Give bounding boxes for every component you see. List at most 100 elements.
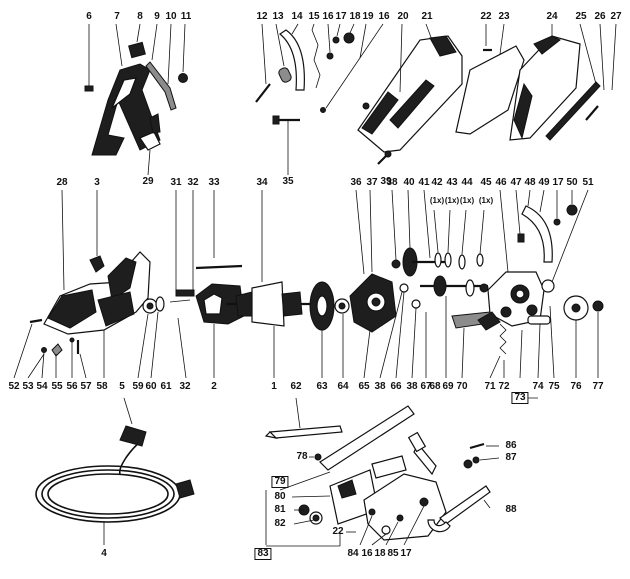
part-2-stator (195, 283, 245, 378)
label-50: 50 (566, 177, 578, 188)
label-34: 34 (256, 177, 268, 188)
label-21: 21 (421, 11, 433, 22)
part-28-58-motor-housing (43, 189, 151, 378)
part-86-87-screws (463, 442, 485, 469)
part-22-23-side-cover (455, 23, 525, 135)
part-64-bearing (334, 298, 350, 378)
label-85: 85 (387, 548, 399, 559)
label-58: 58 (96, 381, 108, 392)
label-3: 3 (94, 177, 100, 188)
part-78-screw (309, 453, 322, 461)
label-67: 67 (420, 381, 432, 392)
label-65: 65 (358, 381, 370, 392)
label-71: 71 (484, 381, 496, 392)
part-24-upper-guard (509, 24, 581, 141)
label-46: 46 (495, 177, 507, 188)
part-26-27-screws (585, 23, 617, 121)
label-17: 17 (335, 11, 347, 22)
label-16: 16 (322, 11, 334, 22)
label-29: 29 (142, 176, 154, 187)
label-68: 68 (429, 381, 441, 392)
label-17: 17 (400, 548, 412, 559)
label-88: 88 (505, 504, 517, 515)
part-29-button (139, 113, 161, 176)
label-78: 78 (296, 451, 308, 462)
part-48-49-blade-guard (521, 189, 553, 263)
part-88-pin-wrench (427, 485, 491, 533)
label-13: 13 (272, 11, 284, 22)
label-14: 14 (291, 11, 303, 22)
label-17: 17 (552, 177, 564, 188)
label-15: 15 (308, 11, 320, 22)
label-53: 53 (22, 381, 34, 392)
label-81: 81 (274, 504, 286, 515)
part-17-50-51-hardware (541, 189, 589, 293)
label-80: 80 (274, 491, 286, 502)
label-52: 52 (8, 381, 20, 392)
part-70-71-72-lever (451, 311, 507, 379)
part-46-gear-cover (487, 189, 545, 327)
part-3-clamp (89, 190, 105, 273)
label-10: 10 (165, 11, 177, 22)
label-42: 42 (431, 177, 443, 188)
label-32: 32 (179, 381, 191, 392)
label-38: 38 (386, 177, 398, 188)
part-7-handle-frame (91, 23, 161, 156)
label-32: 32 (187, 177, 199, 188)
part-79-parallel-guide (319, 405, 447, 541)
label-23: 23 (498, 11, 510, 22)
label-24: 24 (546, 11, 558, 22)
label-8: 8 (137, 11, 143, 22)
label-18: 18 (349, 11, 361, 22)
part-13-pin (275, 23, 292, 83)
label-45: 45 (480, 177, 492, 188)
part-63-fan (309, 281, 335, 378)
part-59-60-bearing (137, 296, 165, 379)
quantity-44: (1x) (459, 196, 475, 205)
label-40: 40 (403, 177, 415, 188)
label-86: 86 (505, 440, 517, 451)
part-69-spindle (420, 275, 489, 378)
label-75: 75 (548, 381, 560, 392)
part-81-82-knob (298, 504, 323, 525)
label-38: 38 (406, 381, 418, 392)
quantity-42: (1x) (429, 196, 445, 205)
part-20-21-base-plate (357, 23, 463, 153)
label-48: 48 (524, 177, 536, 188)
part-40-gear (402, 189, 418, 277)
label-36: 36 (350, 177, 362, 188)
part-35-screw (272, 115, 300, 175)
label-9: 9 (154, 11, 160, 22)
label-35: 35 (282, 176, 294, 187)
part-15-spring (311, 23, 321, 89)
part-52-57-small-hardware (13, 318, 87, 379)
label-12: 12 (256, 11, 268, 22)
part-16-17-18-hardware (320, 23, 384, 113)
label-20: 20 (397, 11, 409, 22)
label-1: 1 (271, 381, 277, 392)
part-39-screw (377, 150, 392, 165)
label-62: 62 (290, 381, 302, 392)
part-42-45-washers (433, 209, 485, 270)
part-65-gear-housing (349, 189, 397, 379)
label-11: 11 (180, 11, 192, 22)
part-77-nut (592, 300, 604, 378)
part-31-32-33-brushes (169, 190, 243, 379)
label-41: 41 (418, 177, 430, 188)
label-56: 56 (66, 381, 78, 392)
part-76-outer-flange (563, 295, 589, 378)
label-60: 60 (145, 381, 157, 392)
label-59: 59 (132, 381, 144, 392)
part-9-lever (145, 23, 177, 111)
label-22: 22 (480, 11, 492, 22)
label-61: 61 (160, 381, 172, 392)
part-62-hex-key (264, 397, 343, 439)
label-84: 84 (347, 548, 359, 559)
label-4: 4 (101, 548, 107, 559)
label-43: 43 (446, 177, 458, 188)
label-26: 26 (594, 11, 606, 22)
label-39: 39 (380, 176, 392, 187)
part-75-flange (549, 305, 555, 379)
label-33: 33 (208, 177, 220, 188)
